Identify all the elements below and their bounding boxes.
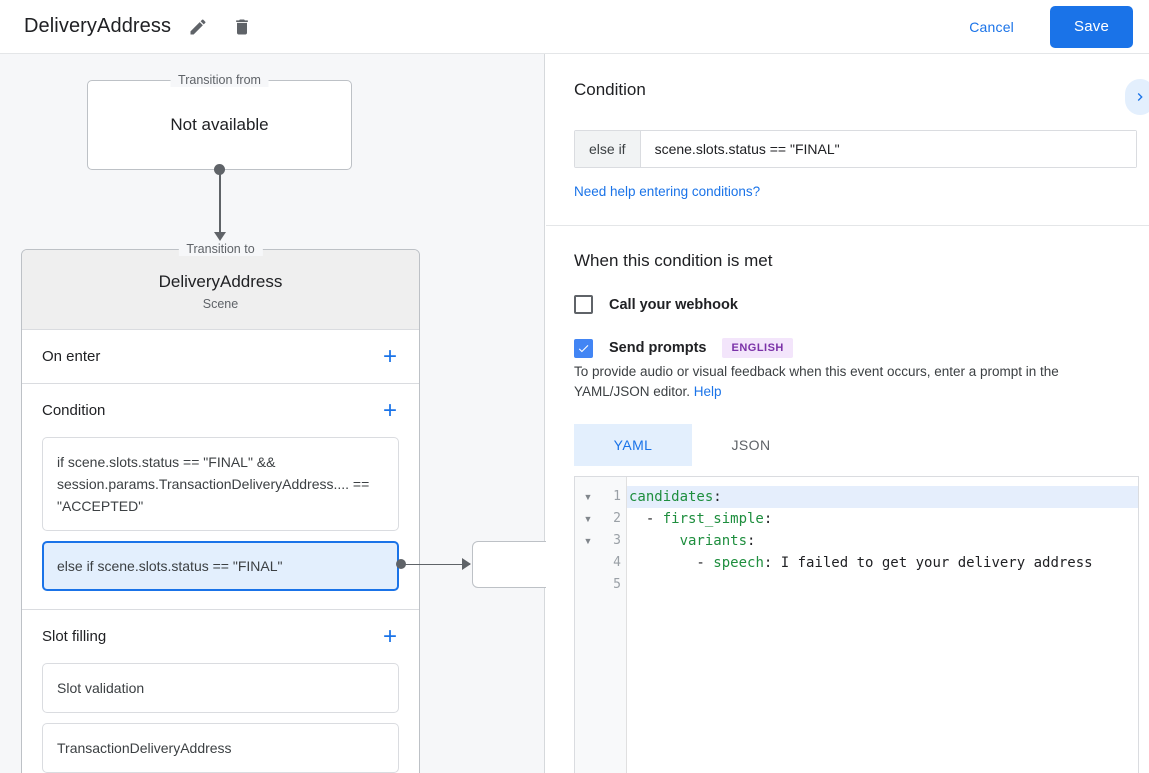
scene-type: Scene	[202, 297, 239, 311]
code-indent: -	[629, 555, 714, 571]
prompts-description-text: To provide audio or visual feedback when…	[574, 364, 1059, 399]
call-webhook-checkbox[interactable]	[574, 295, 593, 314]
fold-arrow-icon[interactable]: ▼	[583, 536, 593, 546]
editor-code-area[interactable]: candidates: - first_simple: variants: - …	[627, 477, 1138, 773]
page-title: DeliveryAddress	[24, 15, 172, 37]
section-on-enter: On enter +	[22, 330, 419, 384]
call-webhook-label: Call your webhook	[609, 296, 738, 313]
code-key: variants	[679, 533, 748, 549]
section-header-on-enter: On enter +	[42, 330, 399, 383]
line-number: 3	[613, 533, 621, 548]
tab-yaml[interactable]: YAML	[574, 424, 692, 466]
details-pane: Condition else if Need help entering con…	[546, 54, 1149, 773]
condition-heading: Condition	[574, 80, 646, 99]
tab-json[interactable]: JSON	[731, 437, 771, 453]
section-title-condition: Condition	[42, 402, 106, 419]
slot-filling-item[interactable]: Slot validation	[42, 663, 399, 713]
line-number: 1	[613, 489, 621, 504]
editor-line-numbers: 1 2 3 4 5	[601, 477, 627, 773]
section-title-slot-filling: Slot filling	[42, 628, 107, 645]
scene-header[interactable]: DeliveryAddress Scene	[22, 250, 419, 330]
line-number: 4	[613, 555, 621, 570]
fold-arrow-icon[interactable]: ▼	[583, 514, 593, 524]
slot-filling-item[interactable]: TransactionDeliveryAddress	[42, 723, 399, 773]
yaml-editor[interactable]: ▼ ▼ ▼ 1 2 3 4 5 candidates: - first_simple: va…	[574, 476, 1139, 773]
scene-name: DeliveryAddress	[158, 272, 283, 291]
trash-icon[interactable]	[225, 10, 259, 44]
language-badge: ENGLISH	[722, 338, 793, 358]
pencil-icon[interactable]	[181, 10, 215, 44]
condition-section: Condition else if Need help entering con…	[546, 54, 1149, 226]
slot-filling-list: Slot validation TransactionDeliveryAddre…	[42, 663, 399, 773]
transition-to-legend: Transition to	[178, 242, 263, 256]
fold-arrow-icon[interactable]: ▼	[583, 492, 593, 502]
code-line[interactable]: - speech: I failed to get your delivery …	[627, 552, 1138, 574]
line-number: 5	[613, 577, 621, 592]
section-header-slot-filling: Slot filling +	[42, 610, 399, 663]
code-indent: -	[629, 511, 663, 527]
condition-item-selected[interactable]: else if scene.slots.status == "FINAL"	[42, 541, 399, 591]
code-key: candidates	[629, 489, 714, 505]
prompts-description: To provide audio or visual feedback when…	[574, 362, 1121, 402]
section-header-condition: Condition +	[42, 384, 399, 437]
fold-spacer	[575, 574, 601, 596]
code-line[interactable]: - first_simple:	[627, 508, 1138, 530]
code-line[interactable]: variants:	[627, 530, 1138, 552]
code-indent	[629, 533, 680, 549]
connector-dot-condition	[396, 559, 406, 569]
add-slot-filling-button[interactable]: +	[382, 622, 397, 650]
condition-input[interactable]	[640, 131, 1136, 167]
section-title-on-enter: On enter	[42, 348, 101, 365]
condition-prefix: else if	[575, 131, 641, 167]
connector-line-vertical	[219, 170, 221, 236]
code-punct: :	[747, 533, 756, 549]
transition-from-node[interactable]: Transition from Not available	[87, 73, 352, 170]
section-slot-filling: Slot filling + Slot validation Transacti…	[22, 610, 419, 773]
editor-format-tabs: YAML JSON	[574, 424, 1121, 466]
prompts-help-link[interactable]: Help	[693, 384, 722, 399]
chevron-right-icon[interactable]	[1125, 79, 1149, 115]
condition-help-link[interactable]: Need help entering conditions?	[574, 184, 761, 199]
connector-arrow-down	[213, 232, 226, 241]
code-punct: : I failed to get your delivery address	[763, 555, 1093, 571]
top-bar-actions: Cancel Save	[953, 5, 1149, 48]
section-condition: Condition + if scene.slots.status == "FI…	[22, 384, 419, 610]
transition-from-value: Not available	[170, 115, 269, 134]
condition-item[interactable]: if scene.slots.status == "FINAL" && sess…	[42, 437, 399, 531]
transition-from-legend: Transition from	[170, 73, 269, 87]
code-key: speech	[713, 555, 764, 571]
connector-line-horizontal	[404, 563, 470, 565]
editor-fold-column: ▼ ▼ ▼	[575, 477, 601, 773]
code-line[interactable]	[627, 574, 1138, 596]
fold-spacer	[575, 552, 601, 574]
graph-pane: Transition from Not available Transition…	[0, 54, 545, 773]
add-on-enter-button[interactable]: +	[382, 342, 397, 370]
connector-dot-top	[214, 164, 225, 175]
add-condition-button[interactable]: +	[382, 396, 397, 424]
when-met-heading: When this condition is met	[574, 251, 773, 270]
top-bar: DeliveryAddress Cancel Save	[0, 0, 1149, 54]
send-prompts-label: Send prompts	[609, 340, 707, 356]
cancel-button[interactable]: Cancel	[953, 9, 1030, 45]
send-prompts-row[interactable]: Send prompts ENGLISH	[574, 338, 1121, 358]
code-punct: :	[713, 489, 722, 505]
connector-arrow-right	[462, 558, 471, 570]
call-webhook-row[interactable]: Call your webhook	[574, 295, 1121, 314]
line-number: 2	[613, 511, 621, 526]
code-key: first_simple	[662, 511, 764, 527]
condition-list: if scene.slots.status == "FINAL" && sess…	[42, 437, 399, 609]
save-button[interactable]: Save	[1050, 5, 1133, 48]
when-condition-met-section: When this condition is met Call your web…	[546, 226, 1149, 773]
send-prompts-checkbox[interactable]	[574, 338, 593, 358]
code-line[interactable]: candidates:	[627, 486, 1138, 508]
code-punct: :	[763, 511, 773, 527]
transition-to-scene-card: Transition to DeliveryAddress Scene On e…	[21, 242, 420, 773]
condition-field[interactable]: else if	[574, 130, 1137, 168]
